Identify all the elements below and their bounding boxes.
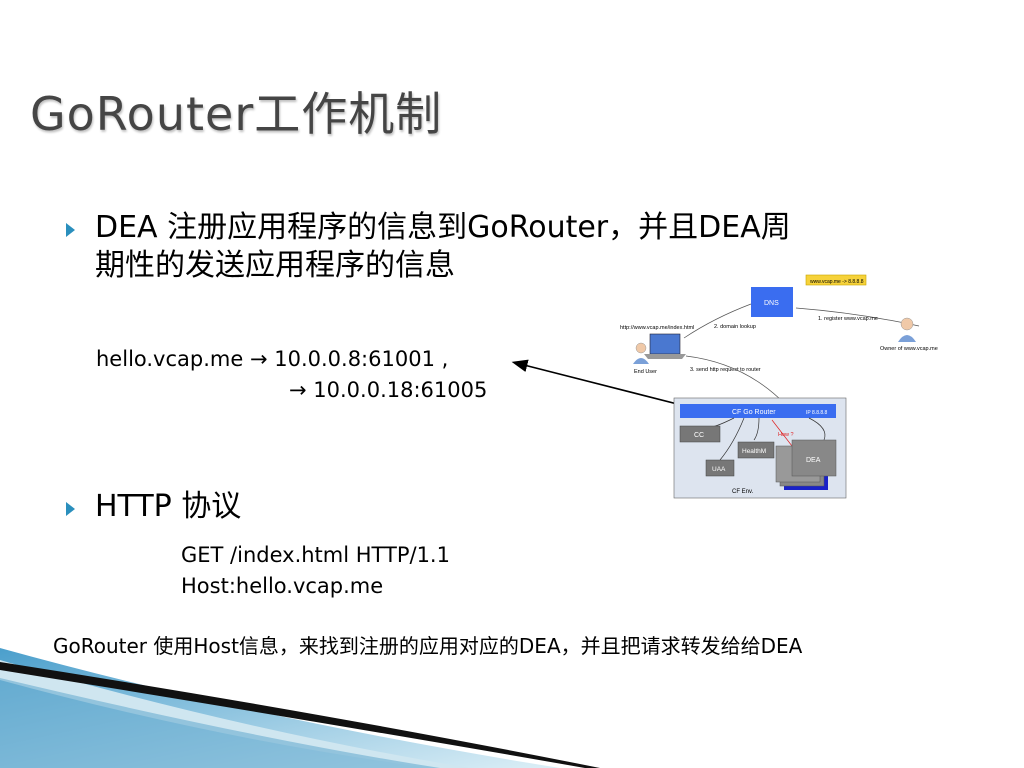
router-ip: IP 8.8.8.8 <box>806 410 828 416</box>
mapping-line-2: → 10.0.0.18:61005 <box>289 378 488 402</box>
dns-note-text: www.vcap.me -> 8.8.8.8 <box>810 279 864 285</box>
end-user-laptop-icon <box>644 333 686 359</box>
bullet-arrow-icon <box>66 502 75 516</box>
dea-label: DEA <box>806 457 821 464</box>
http-request-line-2: Host:hello.vcap.me <box>181 574 384 598</box>
page-title: GoRouter工作机制 <box>30 87 443 141</box>
mapping-line-1: hello.vcap.me → 10.0.0.8:61001 , <box>96 347 449 371</box>
cc-box <box>679 425 721 443</box>
end-user-label: End User <box>634 369 657 375</box>
cc-label: CC <box>694 432 704 439</box>
uaa-box <box>705 459 735 477</box>
router-label: CF Go Router <box>732 409 776 416</box>
send-label: 3. send http request to router <box>690 367 761 373</box>
decorative-swoosh <box>0 648 600 768</box>
cf-env-label: CF Env. <box>732 489 754 495</box>
end-user-person-icon <box>633 342 649 364</box>
uaa-label: UAA <box>712 466 726 473</box>
summary-text: GoRouter 使用Host信息，来找到注册的应用对应的DEA，并且把请求转发… <box>53 634 803 658</box>
url-label: http://www.vcap.me/index.html <box>620 325 694 331</box>
dns-note-box <box>805 274 867 286</box>
owner-label: Owner of www.vcap.me <box>880 346 938 352</box>
bullet-1-line-1: DEA 注册应用程序的信息到GoRouter，并且DEA周 <box>95 210 791 245</box>
dea-box <box>791 439 837 477</box>
how-label: How ? <box>778 432 794 438</box>
mapping-arrow <box>511 359 694 409</box>
router-bar <box>680 404 836 418</box>
owner-person-icon <box>898 317 916 342</box>
healthm-box <box>737 441 775 459</box>
dns-box <box>751 287 793 317</box>
bullet-2-line-1: HTTP 协议 <box>95 489 242 524</box>
bullet-arrow-icon <box>66 223 75 237</box>
dns-label: DNS <box>764 300 779 307</box>
lookup-label: 2. domain lookup <box>714 324 756 330</box>
register-label: 1. register www.vcap.me <box>818 316 878 322</box>
gorouter-architecture-diagram: www.vcap.me -> 8.8.8.8 DNS 1. register w… <box>620 274 938 499</box>
healthm-label: HealthM <box>742 448 766 455</box>
http-request-line-1: GET /index.html HTTP/1.1 <box>181 543 450 567</box>
bullet-1-line-2: 期性的发送应用程序的信息 <box>95 248 455 283</box>
